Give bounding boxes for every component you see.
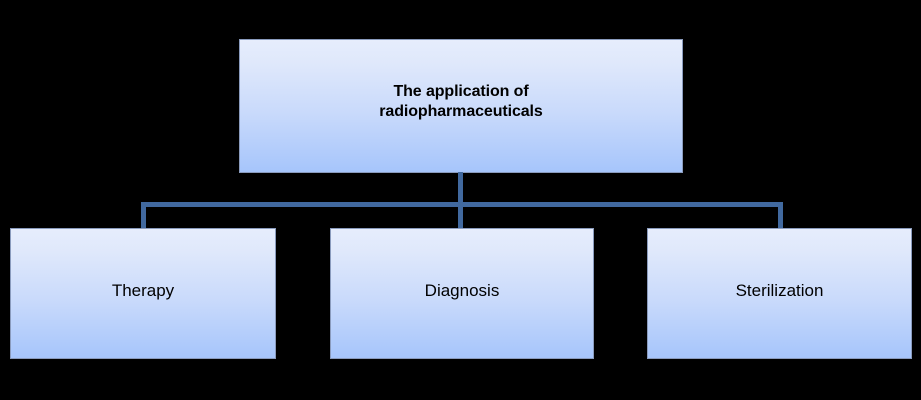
connector-drop-diagnosis: [458, 202, 463, 229]
node-root-label-line2: radiopharmaceuticals: [379, 103, 543, 120]
node-diagnosis[interactable]: Diagnosis: [330, 228, 594, 359]
node-root-application[interactable]: The application of radiopharmaceuticals: [239, 39, 683, 173]
node-sterilization-label: Sterilization: [735, 281, 824, 301]
node-root-label: The application of radiopharmaceuticals: [369, 82, 552, 121]
node-root-label-line1: The application of: [393, 83, 529, 101]
connector-drop-sterilization: [778, 202, 783, 229]
connector-root-stem: [458, 172, 463, 206]
node-diagnosis-label: Diagnosis: [424, 281, 500, 301]
node-sterilization[interactable]: Sterilization: [647, 228, 912, 359]
node-therapy[interactable]: Therapy: [10, 228, 276, 359]
connector-drop-therapy: [141, 202, 146, 229]
node-therapy-label: Therapy: [111, 281, 175, 301]
